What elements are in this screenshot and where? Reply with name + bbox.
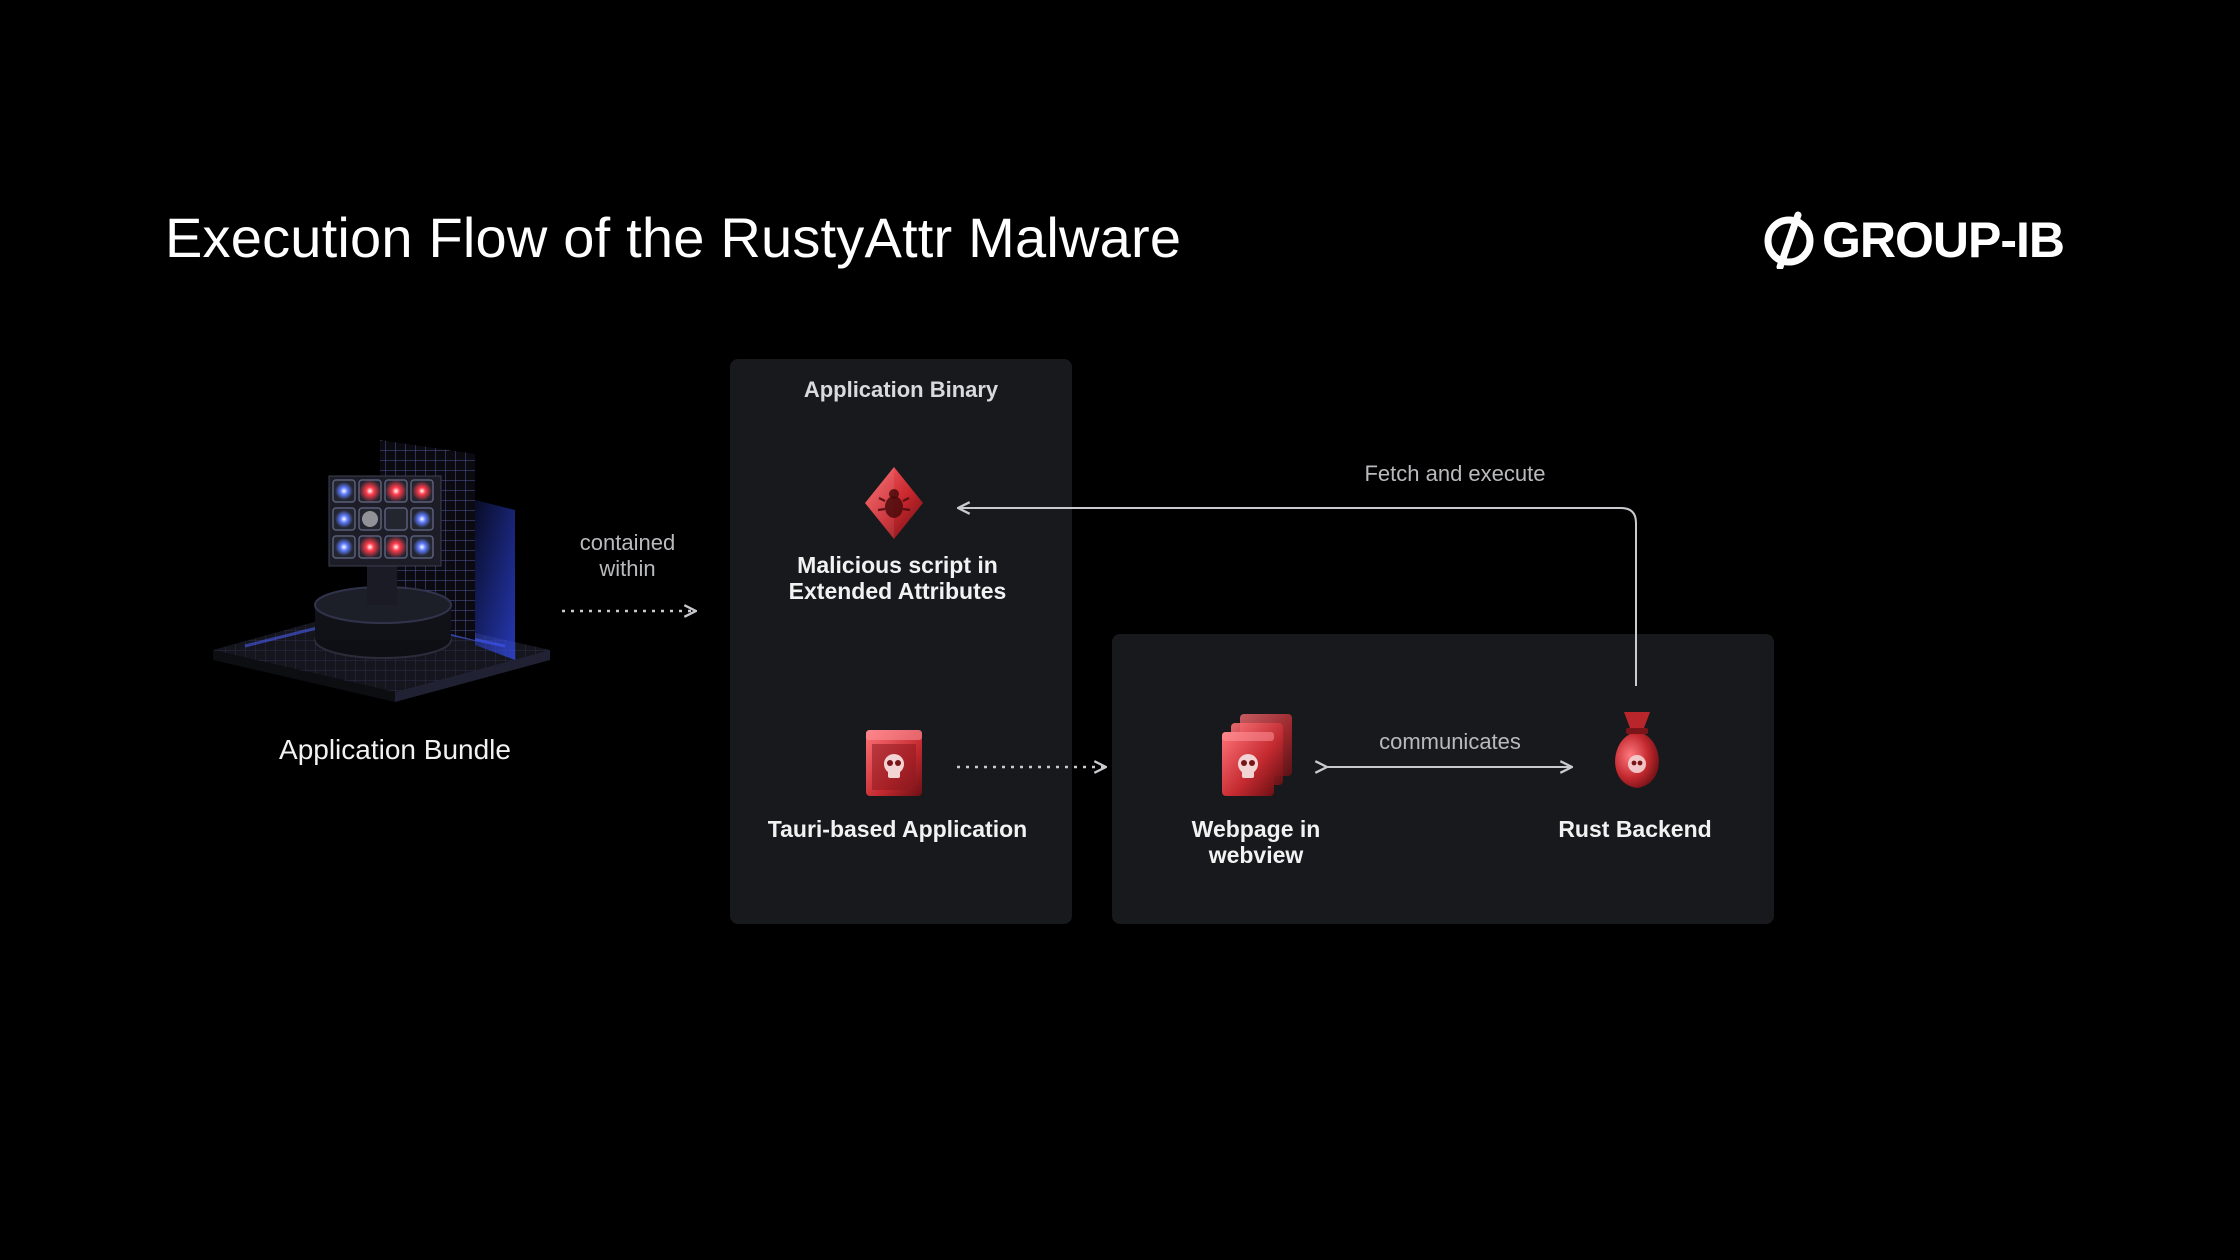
node-label-tauri-app: Tauri-based Application	[767, 816, 1028, 842]
bug-diamond-icon	[865, 467, 923, 539]
panel-label-application-binary: Application Binary	[803, 377, 999, 402]
edge-label-contained-within: contained within	[550, 530, 705, 582]
money-bag-icon	[1615, 712, 1659, 788]
node-label-malicious-script: Malicious script in Extended Attributes	[760, 552, 1035, 604]
page-title: Execution Flow of the RustyAttr Malware	[165, 206, 1182, 269]
edge-label-communicates: communicates	[1379, 729, 1521, 754]
edge-label-line-2: within	[599, 556, 656, 581]
node-label-line-2: webview	[1208, 842, 1304, 868]
edge-fetch-and-execute	[958, 508, 1637, 686]
node-label-line-2: Extended Attributes	[788, 578, 1007, 604]
logo-text: GROUP-IB	[1822, 212, 2065, 268]
node-label-webpage: Webpage in webview	[1150, 816, 1362, 868]
stacked-skull-windows-icon	[1222, 714, 1292, 796]
node-label-line-1: Webpage in	[1191, 816, 1321, 842]
node-label-line-1: Malicious script in	[797, 552, 998, 578]
node-label-application-bundle: Application Bundle	[279, 734, 511, 765]
server-cube-illustration	[213, 440, 550, 702]
group-ib-logo-icon	[1764, 211, 1814, 269]
edge-label-line-1: contained	[579, 530, 676, 555]
skull-window-icon	[866, 730, 922, 796]
node-label-rust-backend: Rust Backend	[1558, 816, 1712, 842]
brand-logo: GROUP-IB	[1762, 210, 2065, 270]
edge-label-fetch-and-execute: Fetch and execute	[1364, 461, 1546, 486]
application-binary-panel: Application Binary	[730, 359, 1072, 924]
